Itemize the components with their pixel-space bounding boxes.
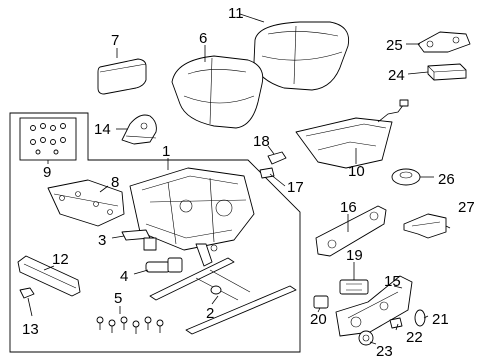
- callout-5: 5: [114, 290, 122, 307]
- part-23-knob: [358, 330, 374, 346]
- part-14-bracket: [121, 114, 157, 145]
- part-13-clip: [19, 287, 35, 299]
- callout-1: 1: [162, 143, 170, 160]
- part-2-seat-tracks: [149, 257, 297, 335]
- callout-16: 16: [340, 199, 357, 216]
- callout-19: 19: [346, 247, 363, 264]
- part-16-recliner: [315, 205, 387, 257]
- callout-6: 6: [199, 30, 207, 47]
- callout-26: 26: [438, 171, 455, 188]
- part-4-motor: [145, 257, 183, 273]
- part-3-actuator: [121, 229, 157, 251]
- part-18-clip: [267, 151, 287, 165]
- callout-labels: 1 2 3 4 5 6 7 8 9 10 11 12 13 14 15 16 1…: [22, 5, 475, 360]
- callout-14: 14: [94, 121, 111, 138]
- callout-10: 10: [348, 163, 365, 180]
- part-27-bracket: [403, 213, 447, 239]
- part-8-pan-panel: [47, 179, 125, 227]
- callout-9: 9: [43, 164, 51, 181]
- callout-18: 18: [253, 133, 270, 150]
- hardware-kit-box: [19, 117, 77, 161]
- callout-12: 12: [52, 251, 69, 268]
- callout-23: 23: [376, 343, 393, 360]
- callout-22: 22: [406, 329, 423, 346]
- part-26-motor: [391, 168, 421, 186]
- part-21-cap: [414, 309, 426, 327]
- callout-25: 25: [386, 37, 403, 54]
- part-25-bracket: [417, 31, 471, 53]
- callout-7: 7: [111, 32, 119, 49]
- part-5-hardware: [96, 316, 164, 334]
- callout-17: 17: [287, 179, 304, 196]
- callout-11: 11: [228, 5, 244, 22]
- part-9-hardware: [30, 123, 66, 155]
- callout-2: 2: [206, 305, 214, 322]
- part-1-seat-frame: [129, 167, 255, 267]
- callout-21: 21: [432, 311, 449, 328]
- part-6-cushion-cover: [171, 55, 264, 129]
- part-15-side-shield: [335, 275, 413, 337]
- assembly-frame-outline: [9, 112, 301, 353]
- part-10-harness-pan: [295, 99, 409, 169]
- part-17-clip: [259, 167, 275, 179]
- callout-4: 4: [120, 268, 128, 285]
- callout-15: 15: [384, 273, 401, 290]
- callout-27: 27: [458, 199, 475, 216]
- callout-20: 20: [310, 311, 327, 328]
- leader-lines: [27, 13, 451, 345]
- callout-3: 3: [98, 232, 106, 249]
- callout-13: 13: [22, 321, 39, 338]
- part-20-knob: [313, 295, 329, 309]
- part-22-clip: [389, 317, 403, 329]
- part-12-side-trim: [17, 255, 81, 297]
- part-24-module: [427, 63, 467, 81]
- part-19-switch: [339, 279, 369, 295]
- part-11-cushion-pad: [253, 21, 350, 91]
- callout-24: 24: [388, 67, 405, 84]
- part-7-thigh-pad: [97, 58, 147, 95]
- callout-8: 8: [111, 174, 119, 191]
